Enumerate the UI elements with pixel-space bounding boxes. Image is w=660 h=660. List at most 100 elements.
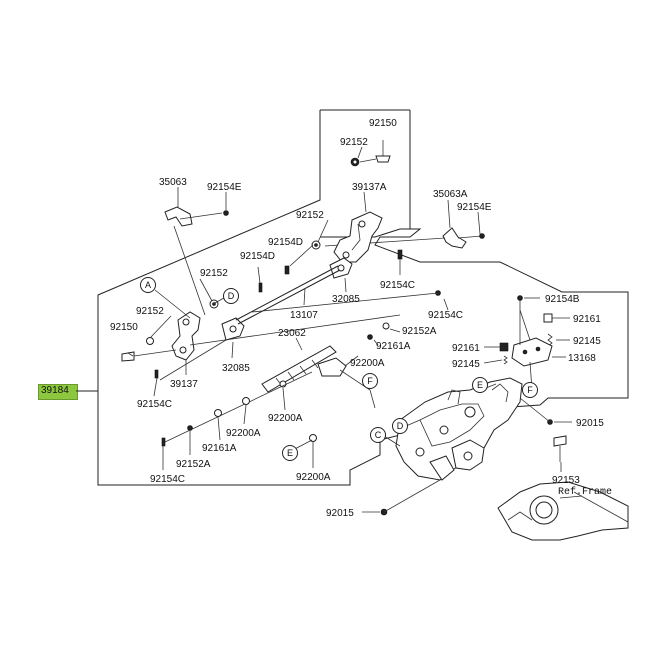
- callout-F-leader: [369, 389, 376, 409]
- label-92154E-right: 92154E: [457, 202, 492, 213]
- label-92161A-low: 92161A: [202, 443, 237, 454]
- pin-92154B: [517, 295, 523, 301]
- label-92154C-mid: 92154C: [428, 310, 463, 321]
- label-32085-left: 32085: [222, 363, 250, 374]
- joint-right-hole: [337, 264, 345, 272]
- main-bracket: [395, 377, 523, 481]
- svg-text:C: C: [375, 430, 382, 440]
- svg-text:D: D: [397, 421, 404, 431]
- frame-section: [497, 481, 629, 541]
- bracket-boss-c: [415, 447, 425, 457]
- tie-rod-ribs: [275, 359, 319, 387]
- leader-39137A: [363, 191, 367, 213]
- callout-E-right: E: [472, 377, 488, 393]
- svg-text:D: D: [228, 291, 235, 301]
- bracket-boss-a: [464, 406, 476, 418]
- leader-92152-lower: [149, 315, 172, 339]
- lever-39137: [171, 311, 201, 361]
- nut-92152A-low: [187, 425, 193, 431]
- label-92161A-mid: 92161A: [376, 341, 411, 352]
- lever-hole-bottom: [179, 346, 187, 354]
- callout-D-left: D: [223, 288, 239, 304]
- assembly-highlight[interactable]: [38, 384, 78, 400]
- callout-D-right: D: [392, 418, 408, 434]
- pin-92154D-a: [284, 265, 290, 275]
- leader-ref-frame: [559, 495, 583, 499]
- joint-left-hole: [229, 325, 237, 333]
- label-13168: 13168: [568, 353, 596, 364]
- callout-F-right: F: [522, 382, 538, 398]
- bracket-tab: [447, 389, 461, 405]
- callout-E-right-leader: [485, 383, 497, 389]
- frame-detail: [507, 511, 533, 521]
- leader-92152-top: [357, 146, 363, 159]
- callout-C-leader: [383, 435, 401, 447]
- lever-hole-top: [182, 318, 190, 326]
- bracket-tab-2: [491, 383, 509, 403]
- leader-92161A-low: [217, 416, 221, 441]
- nut-92154E-left: [223, 210, 229, 216]
- callout-C: C: [370, 427, 386, 443]
- leader-92154C-left: [153, 377, 158, 397]
- leader-92015-lower: [383, 479, 441, 513]
- svg-text:E: E: [287, 448, 293, 458]
- label-92152-top: 92152: [340, 137, 368, 148]
- boundary-outline: [97, 110, 629, 486]
- svg-text:E: E: [477, 380, 483, 390]
- label-92200A-c: 92200A: [296, 472, 331, 483]
- callout-A-leader: [154, 289, 191, 319]
- callout-D-leader: [212, 297, 225, 305]
- label-92152-left: 92152: [200, 268, 228, 279]
- label-92154D-b: 92154D: [240, 251, 275, 262]
- label-92161: 92161: [573, 314, 601, 325]
- bolt-92153-head: [553, 435, 567, 447]
- rod-left-lower: [159, 339, 227, 381]
- washer-92152A-mid: [382, 322, 390, 330]
- label-39137: 39137: [170, 379, 198, 390]
- frame-tube-inner: [535, 501, 553, 519]
- frame-line: [573, 491, 629, 523]
- spring-92145-left: [503, 355, 508, 365]
- label-92152A-low: 92152A: [176, 459, 211, 470]
- label-92015-right: 92015: [576, 418, 604, 429]
- washer-hole: [353, 160, 357, 164]
- bracket-detail: [351, 223, 361, 251]
- leader-13107: [303, 287, 306, 306]
- leader-35063A: [447, 199, 451, 229]
- bolt-92150-top: [375, 155, 391, 163]
- leader-92152-mid: [317, 219, 329, 243]
- leader-32085-l: [231, 341, 234, 359]
- label-92145-left: 92145: [452, 359, 480, 370]
- leader-92161A-mid: [373, 339, 379, 346]
- svg-text:A: A: [145, 280, 151, 290]
- assembly-number-39184[interactable]: 39184: [41, 385, 69, 396]
- label-92154C-top: 92154C: [380, 280, 415, 291]
- washer-92152-lower: [146, 337, 154, 345]
- callout-D-right-leader: [405, 419, 421, 427]
- rod-long-upper: [251, 292, 439, 313]
- label-23062: 23062: [278, 328, 306, 339]
- pin-92154D-b: [258, 282, 263, 293]
- leader-92015-right: [519, 397, 551, 423]
- leader-92145-l: [483, 359, 503, 364]
- bracket-boss-b: [439, 425, 449, 435]
- callout-E-mid: E: [282, 445, 298, 461]
- leader-92200A-mid: [344, 355, 359, 367]
- label-92150-top: 92150: [369, 118, 397, 129]
- callout-A: A: [140, 277, 156, 293]
- pin-92154C-left: [154, 369, 159, 379]
- tie-rod-23062: [261, 345, 337, 393]
- label-92200A-mid: 92200A: [350, 358, 385, 369]
- label-92152-lower: 92152: [136, 306, 164, 317]
- bracket-foot: [429, 455, 455, 481]
- bolt-shaft-left: [133, 349, 177, 357]
- label-92152A-mid: 92152A: [402, 326, 437, 337]
- bracket-inner: [419, 403, 485, 447]
- svg-text:F: F: [367, 376, 373, 386]
- pin-92154C-top: [397, 249, 403, 260]
- label-13107: 13107: [290, 310, 318, 321]
- bracket-35063: [164, 206, 193, 227]
- svg-text:F: F: [527, 385, 533, 395]
- block-13168: [511, 337, 553, 367]
